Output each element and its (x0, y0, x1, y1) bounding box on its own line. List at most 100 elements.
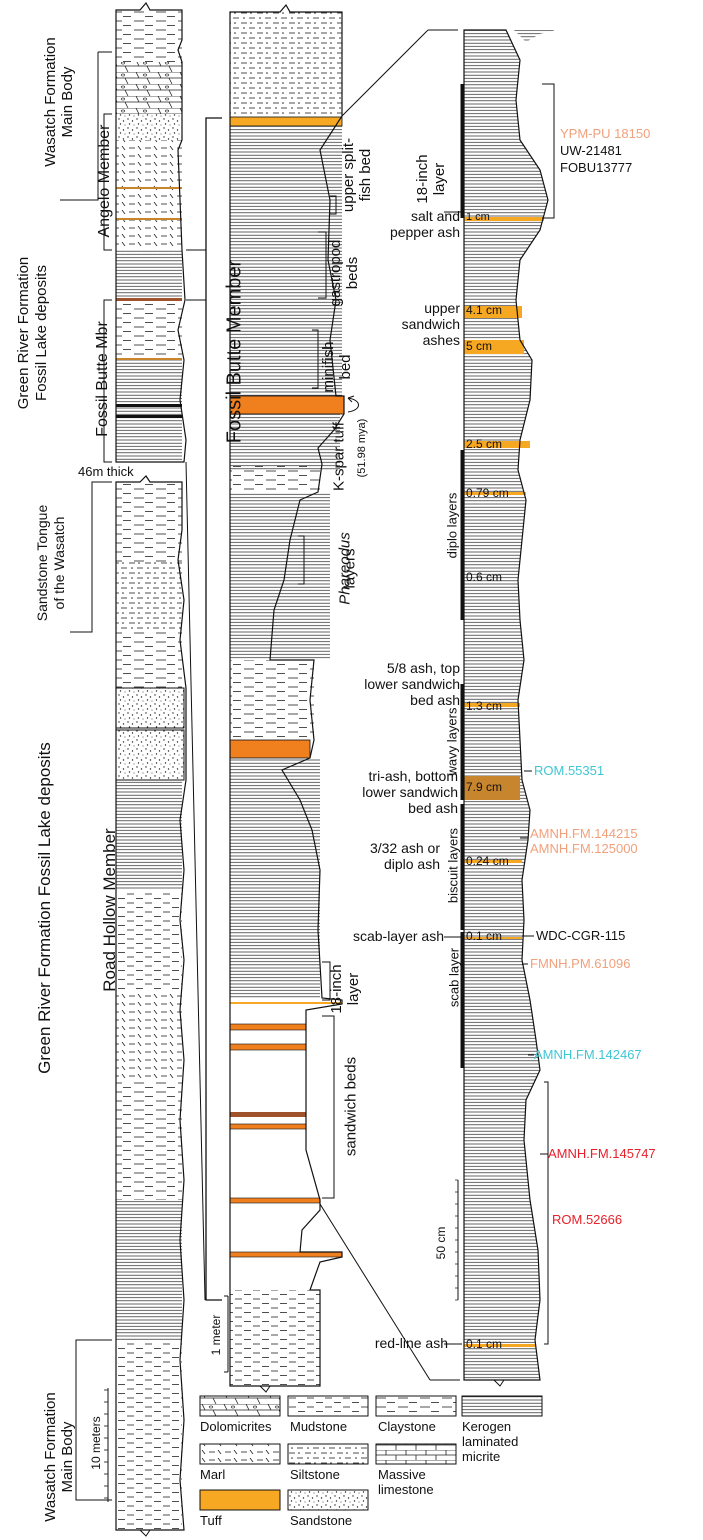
col2-tuff-lowest (229, 1251, 343, 1258)
legend-label-sandstone: Sandstone (290, 1513, 353, 1528)
legend-swatch-siltstone (287, 1443, 369, 1465)
col1-claystone-lower-2 (116, 632, 182, 688)
col3-ash-4-1cm (464, 306, 522, 318)
label-red-line-ash: red-line ash (374, 1335, 448, 1351)
col1-tuff-line-4 (116, 358, 182, 360)
ash-label-0-6cm: 0.6 cm (466, 570, 503, 584)
column-3-section (444, 29, 560, 1387)
col1-kerogen-lower (116, 780, 182, 890)
col3-outline (463, 29, 549, 1381)
label-scale-50cm: 50 cm (434, 1226, 448, 1260)
col2-tuff-18in (230, 1002, 342, 1004)
legend-swatch-sandstone (287, 1489, 369, 1511)
label-tri-ash: tri-ash, bottom lower sandwich bed ash (362, 768, 458, 816)
label-salt-pepper-ash: salt and pepper ash (389, 208, 460, 240)
col2-kspar-arrow (347, 397, 359, 413)
col2-claystone-kspar (230, 464, 320, 492)
col2-tuff-sandwich-1 (229, 1023, 307, 1031)
col1-dark-band-1 (116, 404, 182, 407)
column-1-section (60, 1, 187, 1537)
label-diplo-layers: diplo layers (444, 492, 460, 559)
col2-tuff-sandwich-4 (229, 1123, 307, 1130)
col3-ash-7-9cm (464, 776, 520, 800)
correlation-line-col3-top (341, 29, 429, 117)
specimen-amnh-fm-144215: AMNH.FM.144215 (530, 826, 638, 841)
label-biscuit-layers: biscuit layers (445, 827, 461, 904)
ash-label-0-79cm: 0.79 cm (466, 486, 509, 500)
legend-swatch-claystone (375, 1395, 457, 1417)
col1-claystone-lower-3 (116, 1080, 182, 1200)
label-road-hollow-member: Road Hollow Member (100, 828, 119, 992)
col1-siltstone-lower (116, 562, 182, 632)
label-minifish-bed: minifish bed (320, 341, 354, 393)
ash-label-0-1cm-red: 0.1 cm (466, 1337, 503, 1351)
correlation-line-fbm-bottom (185, 461, 206, 1301)
specimen-wdc-cgr-115: WDC-CGR-115 (536, 928, 626, 943)
col3-ash-1-3cm (464, 703, 520, 707)
specimen-amnh-fm-142467: AMNH.FM.142467 (534, 1047, 642, 1062)
col2-mudstone-bottom (230, 1290, 320, 1386)
col1-bottom-break (139, 1529, 151, 1537)
legend-swatch-marl (199, 1443, 281, 1465)
col2-kerogen-main (230, 126, 342, 396)
col3-scale-50cm-ticks (455, 1179, 458, 1301)
specimen-amnh-fm-145747: AMNH.FM.145747 (548, 1146, 656, 1161)
label-sandstone-tongue: Sandstone Tongue of the Wasatch (34, 504, 67, 622)
label-green-river-fossil-lake-lower: Green River Formation Fossil Lake deposi… (35, 742, 54, 1074)
col1-upper-outline (115, 1, 187, 463)
label-thickness-note: 46m thick (78, 464, 134, 479)
specimen-ypm-pu-18150: YPM-PU 18150 (560, 126, 651, 141)
col2-bracket-gastropod (318, 231, 327, 299)
label-upper-split-fish-bed: upper split- fish bed (340, 137, 374, 213)
label-wasatch-main-bottom: Wasatch Formation Main Body (42, 1392, 76, 1522)
col1-tuff-line-2 (116, 218, 182, 220)
label-five-eighths-ash: 5/8 ash, top lower sandwich bed ash (364, 660, 460, 708)
label-scab-layer: scab layer (446, 947, 462, 1008)
col3-bottom-break (493, 1379, 505, 1387)
legend-swatch-kerogen (461, 1395, 543, 1417)
label-sandwich-beds: sandwich beds (342, 1056, 360, 1157)
ash-label-0-24cm: 0.24 cm (466, 854, 509, 868)
col2-kspar-arrowhead (347, 395, 355, 403)
legend-swatches (199, 1395, 543, 1511)
label-wasatch-main-top: Wasatch Formation Main Body (42, 37, 76, 167)
ash-label-1-3cm: 1.3 cm (466, 699, 503, 713)
legend-label-dolomicrites: Dolomicrites (200, 1419, 272, 1434)
label-upper-sandwich-ashes: upper sandwich ashes (401, 300, 460, 348)
label-three-32-ash: 3/32 ash or diplo ash (369, 840, 440, 872)
specimen-fmnh-pm-61096: FMNH.PM.61096 (530, 956, 631, 971)
col1-bracket-wasatch-top (60, 51, 112, 201)
col2-tuff-sandwich-2 (229, 1043, 307, 1051)
label-kspar-tuff: K-spar tuff (330, 422, 348, 491)
legend-label-marl: Marl (200, 1467, 226, 1482)
col3-mask-right (506, 30, 560, 1380)
col3-ash-0-1cm-red (464, 1344, 536, 1347)
col1-mudstone-lower (116, 890, 182, 990)
col1-bracket-sandstone-tongue (70, 481, 112, 633)
col1-kerogen-fbm (116, 358, 182, 462)
col1-sandstone-lower-1 (115, 687, 185, 729)
legend-label-tuff: Tuff (200, 1513, 222, 1528)
col2-kerogen-phareodus (230, 492, 330, 660)
correlation-line-col3-bottom (319, 1203, 431, 1381)
col1-dark-band-2 (116, 415, 182, 418)
label-18in-layer-col2: 18-inch layer (328, 964, 362, 1014)
legend-swatch-tuff (199, 1489, 281, 1511)
col2-outline (229, 3, 345, 1387)
col1-kerogen-lower-2 (116, 1200, 182, 1340)
col2-bracket-sandwich (322, 1015, 335, 1199)
col2-tuff-upper (229, 116, 343, 127)
legend-label-kerogen: Kerogen laminated micrite (462, 1419, 519, 1464)
col3-ash-0-1cm-scab (464, 937, 522, 939)
col2-bracket-split-fish (330, 195, 337, 215)
ash-label-7-9cm: 7.9 cm (466, 780, 503, 794)
col2-siltstone-top (230, 12, 342, 117)
col1-mudstone-bottom (116, 1340, 182, 1530)
col1-bracket-wasatch-bottom (75, 1339, 112, 1501)
col2-kerogen-lower-main (230, 758, 320, 998)
col2-claystone-mid (230, 660, 314, 740)
col1-bracket-fbm (103, 299, 112, 463)
specimen-rom-55351: ROM.55351 (534, 763, 605, 778)
ash-label-0-1cm-scab: 0.1 cm (466, 929, 503, 943)
